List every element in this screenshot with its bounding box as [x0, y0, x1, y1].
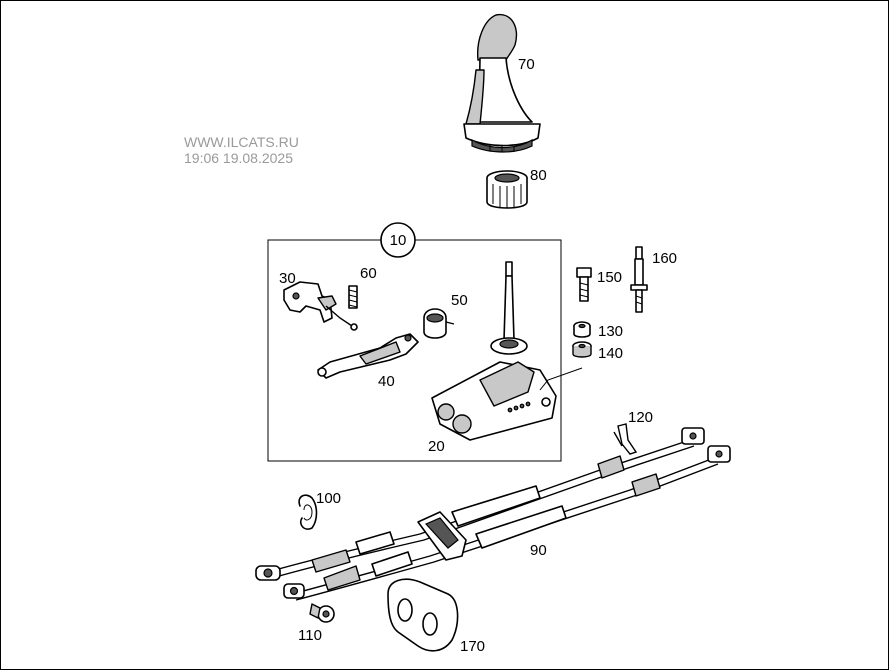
group-badge [380, 222, 416, 258]
part-130-nut[interactable] [573, 321, 591, 338]
part-80-bushing[interactable] [486, 170, 528, 209]
callout-90: 90 [530, 542, 547, 559]
callout-50: 50 [451, 292, 468, 309]
part-120-retaining-clip[interactable] [613, 423, 638, 455]
callout-140: 140 [598, 345, 623, 362]
callout-130: 130 [598, 323, 623, 340]
callout-100: 100 [316, 490, 341, 507]
part-60-spring[interactable] [348, 285, 358, 309]
callout-20: 20 [428, 438, 445, 455]
part-110-pin[interactable] [309, 603, 335, 623]
callout-150: 150 [597, 269, 622, 286]
part-140-nut[interactable] [572, 341, 592, 358]
callout-110: 110 [298, 627, 322, 644]
callout-70: 70 [518, 56, 535, 73]
part-40-lever[interactable] [317, 333, 419, 379]
part-160-stud[interactable] [630, 246, 648, 313]
part-150-bolt[interactable] [576, 267, 592, 302]
leader-140 [539, 367, 583, 391]
part-70-shift-knob-boot[interactable] [463, 14, 541, 153]
callout-170: 170 [460, 638, 485, 655]
group-badge-label: 10 [390, 232, 407, 249]
callout-160: 160 [652, 250, 677, 267]
part-100-ring-clip[interactable] [298, 494, 318, 530]
watermark-site: WWW.ILCATS.RU [184, 134, 299, 150]
part-30-bracket[interactable] [283, 281, 358, 331]
callout-30: 30 [279, 270, 296, 287]
part-170-damper-block[interactable] [387, 578, 459, 652]
part-50-clip[interactable] [423, 308, 455, 339]
part-20-shifter-housing[interactable] [431, 261, 557, 441]
watermark-timestamp: 19:06 19.08.2025 [184, 150, 293, 166]
callout-60: 60 [360, 265, 377, 282]
part-90-shift-cables[interactable] [255, 427, 731, 601]
callout-80: 80 [530, 167, 547, 184]
callout-120: 120 [628, 409, 653, 426]
callout-40: 40 [378, 373, 395, 390]
